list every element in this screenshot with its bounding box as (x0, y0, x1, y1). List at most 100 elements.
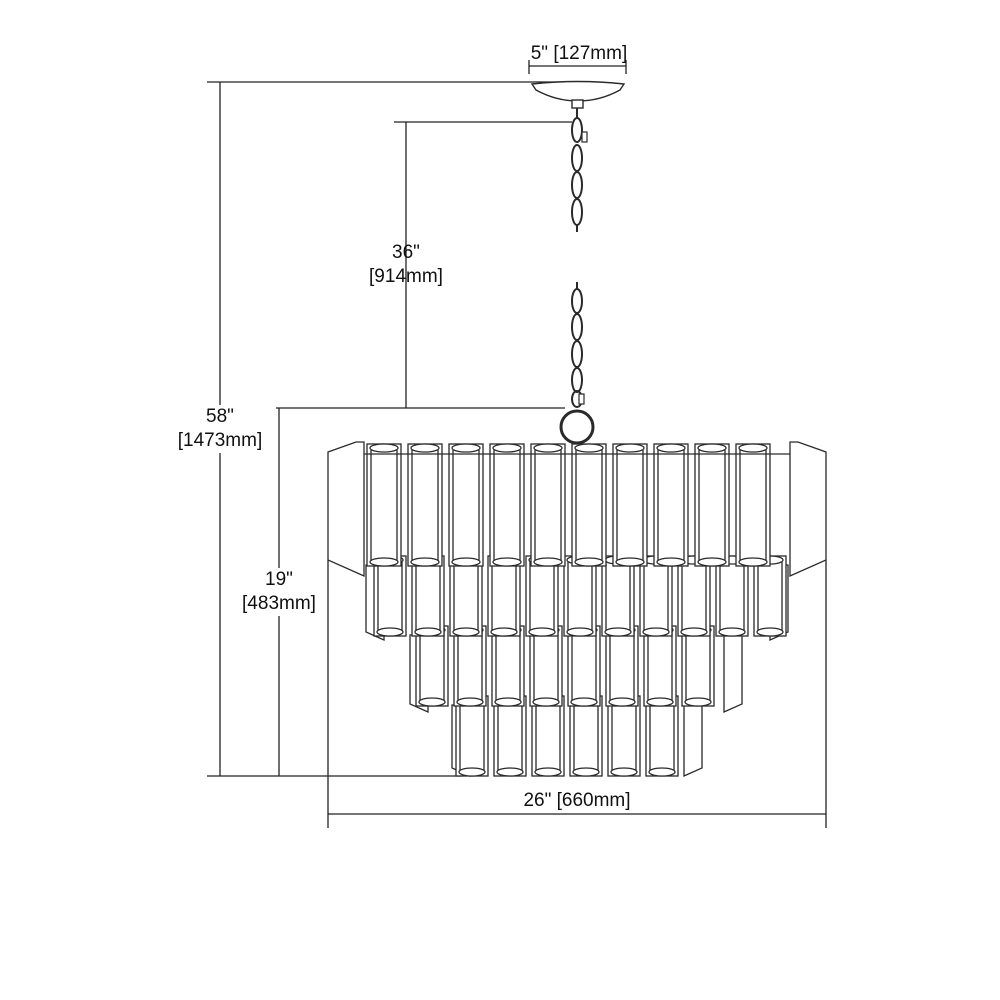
tier1-crystal-cap (656, 557, 686, 567)
fixture-height-mm: [483mm] (242, 593, 316, 614)
tier4-crystal-cap (534, 767, 562, 777)
chain-length-mm: [914mm] (369, 266, 443, 287)
fixture-width-text: 26" [660mm] (523, 790, 631, 811)
tier3-crystal (415, 625, 449, 707)
tier2-crystal-cap (604, 627, 632, 637)
tier1-crystal (571, 443, 607, 567)
tier2-crystal (677, 555, 711, 637)
tier1-crystal-cap (369, 443, 399, 453)
tier1-crystal-cap (492, 443, 522, 453)
canopy-width-label: 5" [127mm] (522, 42, 636, 66)
tier3-crystal-cap (456, 697, 484, 707)
tier4-crystal-cap (496, 767, 524, 777)
tier4-crystal (493, 695, 527, 777)
tier2-crystal-cap (528, 627, 556, 637)
tier2-crystal-cap (414, 627, 442, 637)
tier2-crystal-cap (490, 627, 518, 637)
tier3-crystal (681, 625, 715, 707)
tier2-crystal-cap (566, 627, 594, 637)
tier1-crystal-cap (410, 557, 440, 567)
tier3-crystal-cap (494, 697, 522, 707)
tier1-crystal-cap (369, 557, 399, 567)
tier4-crystal (569, 695, 603, 777)
tier2-crystal-cap (452, 627, 480, 637)
upper-chain (571, 108, 588, 232)
tier1-crystal-cap (410, 443, 440, 453)
tier1-left-blade (327, 441, 365, 578)
tier2-crystal-cap (680, 627, 708, 637)
tier3-crystal (567, 625, 601, 707)
tier4-crystal (607, 695, 641, 777)
tier2-crystal (639, 555, 673, 637)
tier4-crystal (645, 695, 679, 777)
tier2-crystal (753, 555, 787, 637)
overall-height-inches: 58" (206, 406, 234, 427)
tier2-crystal-cap (376, 627, 404, 637)
tier2-crystal (373, 555, 407, 637)
tier3-crystal-cap (646, 697, 674, 707)
tier1-crystal-cap (533, 443, 563, 453)
tier2-crystal-cap (642, 627, 670, 637)
tier3-crystal-cap (532, 697, 560, 707)
tier1-crystal-cap (615, 557, 645, 567)
tier1-crystal (612, 443, 648, 567)
lower-chain (559, 282, 595, 445)
tier1-crystal-cap (697, 443, 727, 453)
fixture-height-inches: 19" (265, 569, 293, 590)
canopy-width-text: 5" [127mm] (530, 43, 628, 64)
tier3-crystal-cap (570, 697, 598, 707)
tier4-crystal (531, 695, 565, 777)
tier1-crystal (448, 443, 484, 567)
tier3-right-blade (723, 634, 743, 714)
tier1-right-blade (789, 441, 827, 578)
tier2-crystal (601, 555, 635, 637)
tier1-crystal (366, 443, 402, 567)
tier1-crystal-cap (615, 443, 645, 453)
overall-height-mm: [1473mm] (177, 430, 263, 451)
tier4-crystal-cap (648, 767, 676, 777)
tier1-crystal (694, 443, 730, 567)
canopy (530, 80, 626, 109)
tier3-crystal (453, 625, 487, 707)
chain-length-label: 36" [914mm] (356, 241, 456, 289)
tier4-crystal (455, 695, 489, 777)
tier1-crystal-cap (451, 557, 481, 567)
tier2-crystal (715, 555, 749, 637)
fixture-height-label: 19" [483mm] (231, 568, 327, 616)
fixture-width-label: 26" [660mm] (497, 789, 657, 813)
tier1-crystal-cap (738, 557, 768, 567)
tier1-crystal-cap (697, 557, 727, 567)
tier1-crystal-cap (738, 443, 768, 453)
tier3-crystal (643, 625, 677, 707)
tier1-crystal-cap (451, 443, 481, 453)
tier1-crystal (407, 443, 443, 567)
tier2-crystal-cap (756, 627, 784, 637)
overall-height-label: 58" [1473mm] (164, 405, 276, 453)
tier1-crystal-cap (492, 557, 522, 567)
chandelier-body (327, 441, 827, 778)
tier2-crystal (411, 555, 445, 637)
tier3-crystal (491, 625, 525, 707)
tier1-crystal (653, 443, 689, 567)
tier4-crystal-cap (458, 767, 486, 777)
tier3-crystal (529, 625, 563, 707)
tier1-crystal-cap (533, 557, 563, 567)
tier2-crystal-cap (718, 627, 746, 637)
tier1-crystal-cap (574, 557, 604, 567)
tier4-crystal-cap (572, 767, 600, 777)
tier1-crystal (489, 443, 525, 567)
tier2-crystal (525, 555, 559, 637)
tier3-crystal (605, 625, 639, 707)
tier2-crystal (487, 555, 521, 637)
tier4-crystal-cap (610, 767, 638, 777)
chain-length-inches: 36" (392, 242, 420, 263)
tier4-right-blade (683, 704, 703, 778)
tier3-crystal-cap (418, 697, 446, 707)
tier3-crystal-cap (684, 697, 712, 707)
tier3-crystal-cap (608, 697, 636, 707)
tier1-crystal-cap (656, 443, 686, 453)
tier2-crystal (563, 555, 597, 637)
tier1-crystal (735, 443, 771, 567)
